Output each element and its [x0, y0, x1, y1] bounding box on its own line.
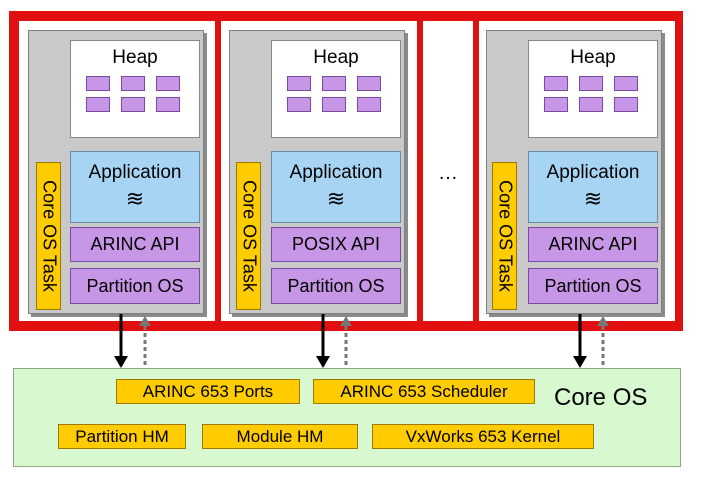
heap-block [579, 76, 603, 91]
heap-1: Heap [70, 40, 200, 138]
up-arrow-1 [139, 316, 151, 366]
heap-block [322, 97, 346, 112]
core-os-task-3: Core OS Task [492, 162, 517, 310]
partition-os-3: Partition OS [528, 268, 658, 304]
heap-block [287, 76, 311, 91]
core-os-label: Core OS [554, 384, 648, 411]
heap-block [86, 97, 110, 112]
heap-block [614, 76, 638, 91]
heap-2: Heap [271, 40, 401, 138]
partition-os-2: Partition OS [271, 268, 401, 304]
heap-block [156, 76, 180, 91]
application-1: Application ≋ [70, 151, 200, 223]
more-partitions-ellipsis: … [438, 162, 458, 184]
api-1: ARINC API [70, 227, 200, 262]
application-label: Application [88, 162, 182, 183]
module-hm: Module HM [202, 424, 358, 449]
partition-slot-ellipsis [423, 21, 473, 321]
heap-block [121, 76, 145, 91]
heap-3: Heap [528, 40, 658, 138]
up-arrow-3 [597, 316, 609, 366]
heap-block [614, 97, 638, 112]
core-os-task-2: Core OS Task [236, 162, 261, 310]
application-2: Application ≋ [271, 151, 401, 223]
down-arrow-3 [573, 314, 587, 368]
application-symbol: ≋ [583, 186, 603, 211]
application-symbol: ≋ [125, 186, 145, 211]
vxworks-653-kernel: VxWorks 653 Kernel [372, 424, 594, 449]
heap-block [544, 97, 568, 112]
partition-hm: Partition HM [58, 424, 186, 449]
application-label: Application [546, 162, 640, 183]
heap-label: Heap [112, 47, 158, 68]
heap-block [357, 97, 381, 112]
heap-block [357, 76, 381, 91]
up-arrow-2 [340, 316, 352, 366]
heap-block [322, 76, 346, 91]
heap-label: Heap [313, 47, 359, 68]
api-3: ARINC API [528, 227, 658, 262]
heap-label: Heap [570, 47, 616, 68]
arinc-653-scheduler: ARINC 653 Scheduler [313, 379, 535, 404]
heap-block [579, 97, 603, 112]
heap-block [121, 97, 145, 112]
partition-os-1: Partition OS [70, 268, 200, 304]
core-os-task-1: Core OS Task [36, 162, 61, 310]
heap-block [156, 97, 180, 112]
arinc-653-ports: ARINC 653 Ports [116, 379, 300, 404]
down-arrow-2 [316, 314, 330, 368]
application-3: Application ≋ [528, 151, 658, 223]
down-arrow-1 [114, 314, 128, 368]
heap-block [544, 76, 568, 91]
application-symbol: ≋ [326, 186, 346, 211]
application-label: Application [289, 162, 383, 183]
heap-block [86, 76, 110, 91]
heap-block [287, 97, 311, 112]
api-2: POSIX API [271, 227, 401, 262]
